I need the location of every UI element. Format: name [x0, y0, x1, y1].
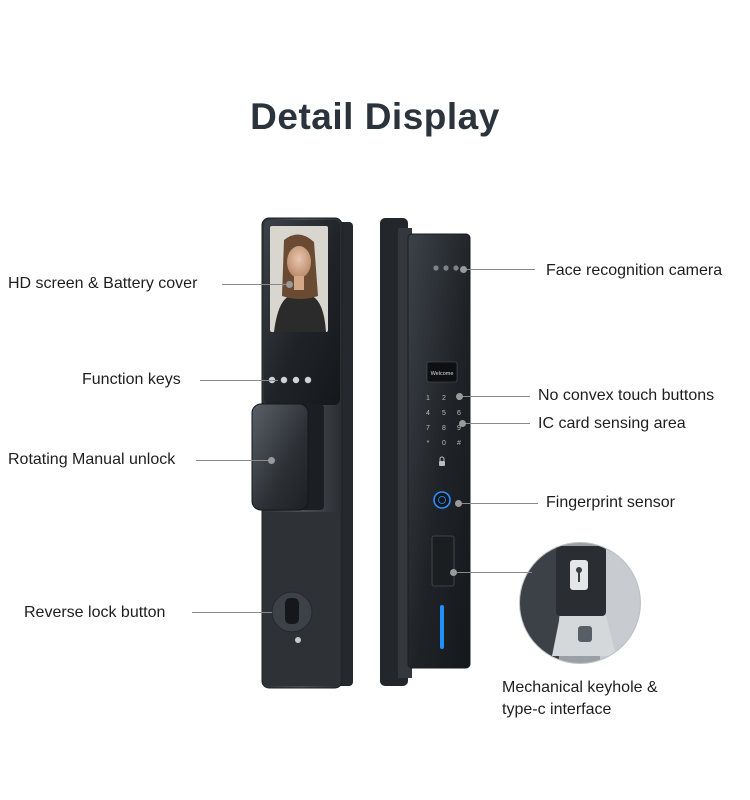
- page-title: Detail Display: [250, 96, 500, 137]
- label-face-camera: Face recognition camera: [546, 262, 723, 279]
- callout-line-keyhole: [454, 572, 532, 573]
- keypad-key: 6: [457, 410, 461, 417]
- label-touch-buttons: No convex touch buttons: [538, 387, 715, 404]
- keypad-key: 9: [457, 425, 461, 432]
- lock-screen-welcome: Welcome: [431, 371, 454, 377]
- callout-dot-hd-screen: [286, 281, 293, 288]
- label-hd-screen: HD screen & Battery cover: [8, 275, 198, 292]
- keypad-key: *: [427, 440, 430, 447]
- callout-line-touch-buttons: [460, 396, 530, 397]
- reverse-lock-knob: [271, 591, 313, 643]
- callout-line-rotating-unlock: [196, 460, 272, 461]
- callout-dot-face-camera: [460, 266, 467, 273]
- callout-line-fingerprint: [459, 503, 538, 504]
- keypad-key: 4: [426, 410, 430, 417]
- label-reverse-lock: Reverse lock button: [24, 604, 166, 621]
- callout-dot-ic-card: [459, 420, 466, 427]
- label-function-keys: Function keys: [82, 371, 181, 388]
- keypad-key: 7: [426, 425, 430, 432]
- rotating-handle: [251, 403, 309, 511]
- fingerprint-icon: [433, 491, 451, 509]
- front-lock-body: [251, 217, 353, 689]
- blue-indicator: [440, 605, 444, 649]
- callout-dot-fingerprint: [455, 500, 462, 507]
- callout-line-reverse-lock: [192, 612, 272, 613]
- face-camera: [433, 265, 459, 271]
- callout-line-function-keys: [200, 380, 278, 381]
- keypad-key: #: [457, 440, 461, 447]
- label-keyhole-line1: Mechanical keyhole &: [502, 679, 658, 696]
- keypad-key: 2: [442, 395, 446, 402]
- label-keyhole-line2: type-c interface: [502, 701, 612, 718]
- lock-icon: [439, 456, 445, 466]
- side-lock-body: Welcome 123456789*0#: [380, 218, 471, 686]
- label-fingerprint: Fingerprint sensor: [546, 494, 675, 511]
- keyhole-detail-inset: [519, 542, 641, 664]
- keypad-key: 1: [426, 395, 430, 402]
- keypad-key: 0: [442, 440, 446, 447]
- keyhole-icon: [570, 560, 588, 590]
- callout-line-face-camera: [465, 269, 535, 270]
- callout-line-ic-card: [463, 423, 530, 424]
- callout-dot-keyhole: [450, 569, 457, 576]
- callout-dot-rotating-unlock: [268, 457, 275, 464]
- keypad-key: 5: [442, 410, 446, 417]
- label-ic-card: IC card sensing area: [538, 415, 686, 432]
- callout-line-hd-screen: [222, 284, 290, 285]
- keypad-key: 8: [442, 425, 446, 432]
- keyhole-cover: [431, 535, 455, 587]
- label-rotating-unlock: Rotating Manual unlock: [8, 451, 176, 468]
- callout-dot-touch-buttons: [456, 393, 463, 400]
